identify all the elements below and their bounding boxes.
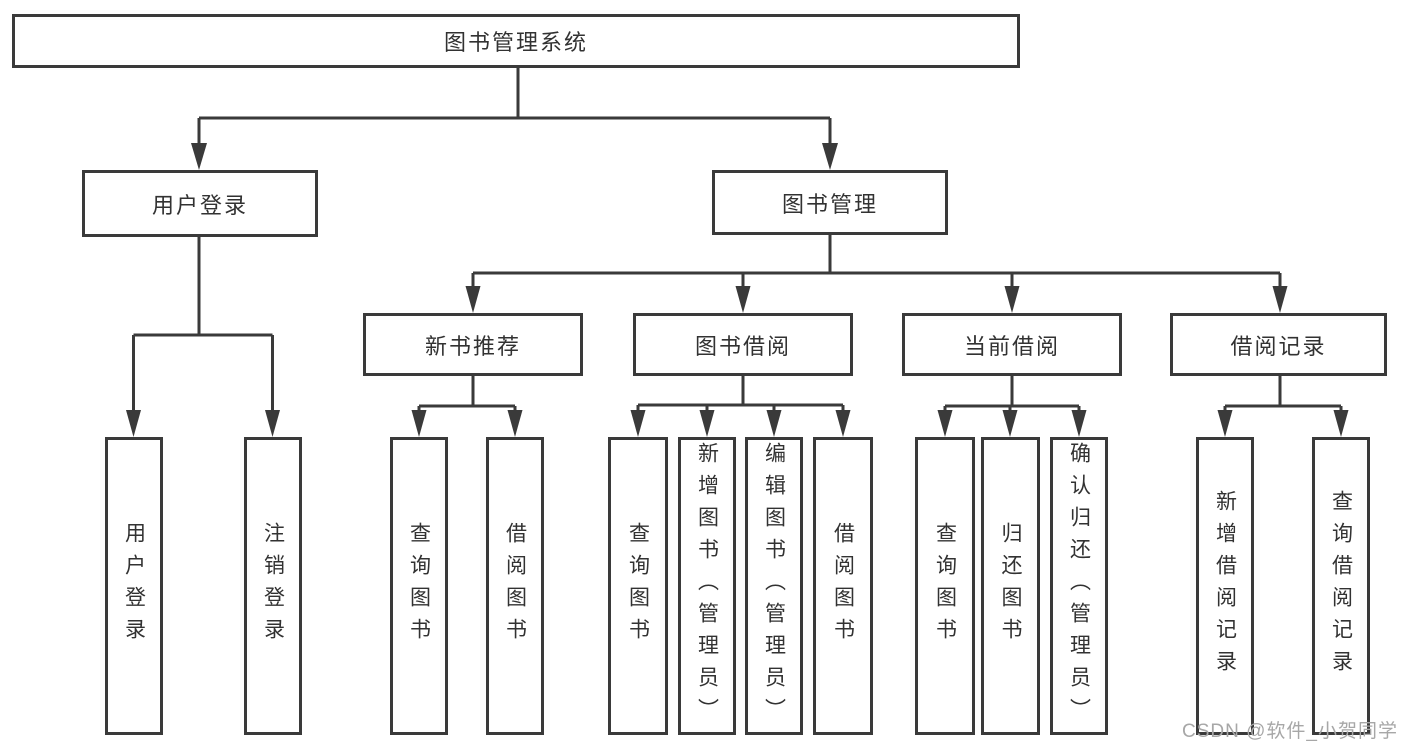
leaf-bb-borrow-books-label: 借阅图书 (831, 522, 855, 650)
leaf-bb-query-books: 查询图书 (608, 437, 668, 735)
leaf-cb-confirm-return-admin-label: 确认归还（管理员） (1067, 442, 1091, 730)
leaf-bb-borrow-books: 借阅图书 (813, 437, 873, 735)
leaf-nbr-borrow-books-label: 借阅图书 (503, 522, 527, 650)
leaf-cb-query-books-label: 查询图书 (933, 522, 957, 650)
leaf-bb-add-books-admin: 新增图书（管理员） (678, 437, 736, 735)
leaf-logout-login: 注销登录 (244, 437, 302, 735)
node-user-login-label: 用户登录 (151, 192, 248, 218)
leaf-cb-return-books-label: 归还图书 (999, 522, 1022, 650)
leaf-nbr-borrow-books: 借阅图书 (486, 437, 544, 735)
watermark: CSDN @软件_小贺同学 (1182, 721, 1398, 742)
leaf-logout-login-label: 注销登录 (261, 522, 285, 650)
leaf-user-login: 用户登录 (105, 437, 163, 735)
leaf-cb-confirm-return-admin: 确认归还（管理员） (1050, 437, 1108, 735)
leaf-bb-edit-books-admin-label: 编辑图书（管理员） (762, 442, 786, 730)
leaf-nbr-query-books: 查询图书 (390, 437, 448, 735)
leaf-cb-query-books: 查询图书 (915, 437, 975, 735)
node-book-borrow: 图书借阅 (633, 313, 853, 376)
node-root: 图书管理系统 (12, 14, 1020, 68)
leaf-user-login-label: 用户登录 (122, 522, 146, 650)
leaf-br-add-record-label: 新增借阅记录 (1213, 490, 1237, 682)
leaf-bb-edit-books-admin: 编辑图书（管理员） (745, 437, 803, 735)
node-user-login: 用户登录 (82, 170, 318, 237)
node-current-borrow: 当前借阅 (902, 313, 1122, 376)
leaf-br-query-record-label: 查询借阅记录 (1329, 490, 1353, 682)
node-book-management-label: 图书管理 (781, 191, 878, 217)
node-root-label: 图书管理系统 (443, 30, 588, 55)
node-book-borrow-label: 图书借阅 (694, 333, 791, 359)
leaf-br-add-record: 新增借阅记录 (1196, 437, 1254, 735)
node-new-book-recommend-label: 新书推荐 (424, 333, 521, 359)
node-current-borrow-label: 当前借阅 (963, 333, 1060, 359)
leaf-br-query-record: 查询借阅记录 (1312, 437, 1370, 735)
leaf-bb-query-books-label: 查询图书 (626, 522, 650, 650)
leaf-nbr-query-books-label: 查询图书 (407, 522, 431, 650)
leaf-cb-return-books: 归还图书 (981, 437, 1040, 735)
leaf-bb-add-books-admin-label: 新增图书（管理员） (695, 442, 719, 730)
node-new-book-recommend: 新书推荐 (363, 313, 583, 376)
node-borrow-records-label: 借阅记录 (1230, 333, 1327, 359)
node-borrow-records: 借阅记录 (1170, 313, 1387, 376)
node-book-management: 图书管理 (712, 170, 948, 235)
